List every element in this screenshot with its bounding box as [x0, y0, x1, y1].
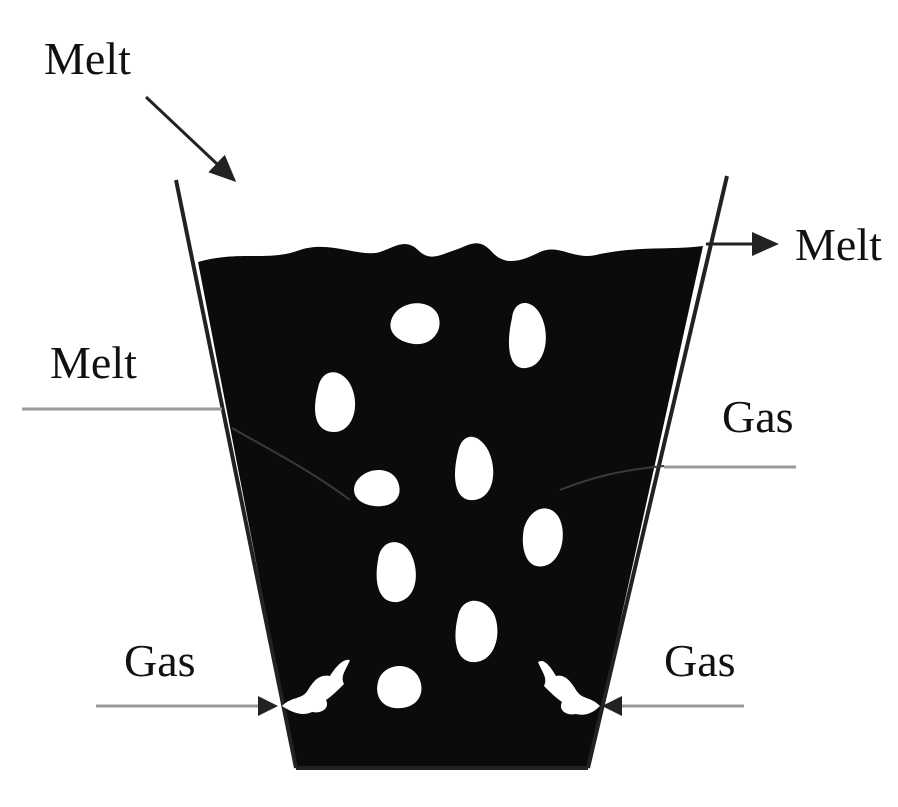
gas-bubble [377, 665, 422, 709]
gas-jet-right [538, 660, 600, 715]
gas-inlet-right-label: Gas [664, 635, 736, 686]
gas-inlet-right-arrowhead [602, 696, 622, 716]
gas-jet-left [282, 659, 350, 714]
melt-layer-boundary [231, 427, 351, 501]
gas-bubble [522, 508, 563, 567]
gas-bubble [354, 470, 400, 507]
gas-bubbles [315, 303, 563, 709]
vessel-right-wall [586, 175, 729, 769]
melt-inlet-label: Melt [44, 33, 131, 84]
gas-bubble [508, 303, 546, 369]
gas-bubble [455, 436, 494, 501]
gas-bubble [376, 542, 416, 603]
gas-bubble [455, 600, 498, 663]
gas-inlet-left-label: Gas [124, 635, 196, 686]
melt-layer-label: Melt [50, 337, 137, 388]
melt-outlet-label: Melt [795, 219, 882, 270]
vessel-left-wall [174, 179, 298, 769]
gas-inlet-left-arrowhead [258, 696, 278, 716]
gas-bubble [315, 372, 356, 432]
gas-bubble [390, 303, 440, 345]
melt-body [198, 243, 703, 768]
gas-layer-label: Gas [722, 391, 794, 442]
gas-layer-boundary [559, 465, 665, 491]
melt-inlet-arrow [144, 95, 237, 183]
